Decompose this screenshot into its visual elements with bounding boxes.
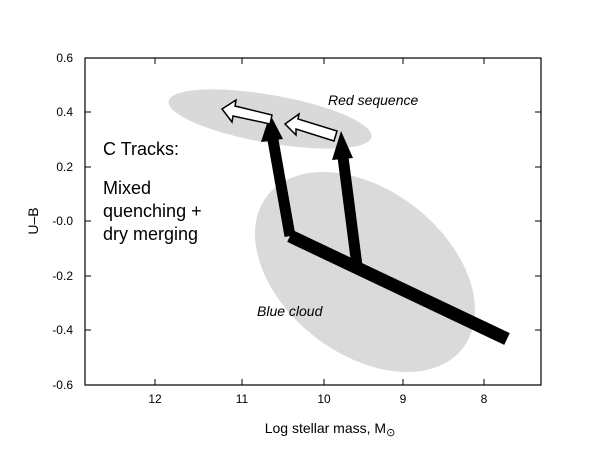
solar-symbol: ⊙ [386,427,395,439]
y-tick-label: -0.0 [52,214,73,228]
blue-cloud-track [287,230,510,345]
dry-merging-arrows [220,98,338,142]
y-tick-label: 0.2 [56,160,73,174]
x-axis-ticks [154,58,485,385]
annotation-line: dry merging [103,224,198,244]
y-tick-label: 0.6 [56,51,73,65]
x-tick-label: 9 [400,392,407,406]
annotation-title: C Tracks: [103,139,179,159]
y-axis-ticks [85,57,541,386]
red-sequence-label: Red sequence [328,92,419,108]
annotation-line: Mixed [103,178,151,198]
blue-cloud-label: Blue cloud [257,303,324,319]
x-tick-label: 8 [481,392,488,406]
x-axis-label: Log stellar mass, M⊙ [265,420,396,439]
right-quenching-shaft [337,156,363,267]
x-axis-label-text: Log stellar mass, M [265,420,386,436]
right-quenching-arrowhead [332,131,353,160]
x-tick-label: 12 [148,392,162,406]
x-tick-label: 10 [317,392,331,406]
y-tick-label: -0.6 [52,378,73,392]
y-tick-label: 0.4 [56,105,73,119]
y-tick-label: -0.2 [52,269,73,283]
right-merging-arrow [283,112,338,142]
left-quenching-arrowhead [261,114,283,142]
y-axis-label: U–B [25,207,41,234]
y-tick-label: -0.4 [52,323,73,337]
x-tick-label: 11 [236,392,249,406]
left-merging-arrow [220,98,273,125]
left-quenching-shaft [267,139,296,237]
evolution-tracks [261,114,510,345]
annotation-line: quenching + [103,201,202,221]
